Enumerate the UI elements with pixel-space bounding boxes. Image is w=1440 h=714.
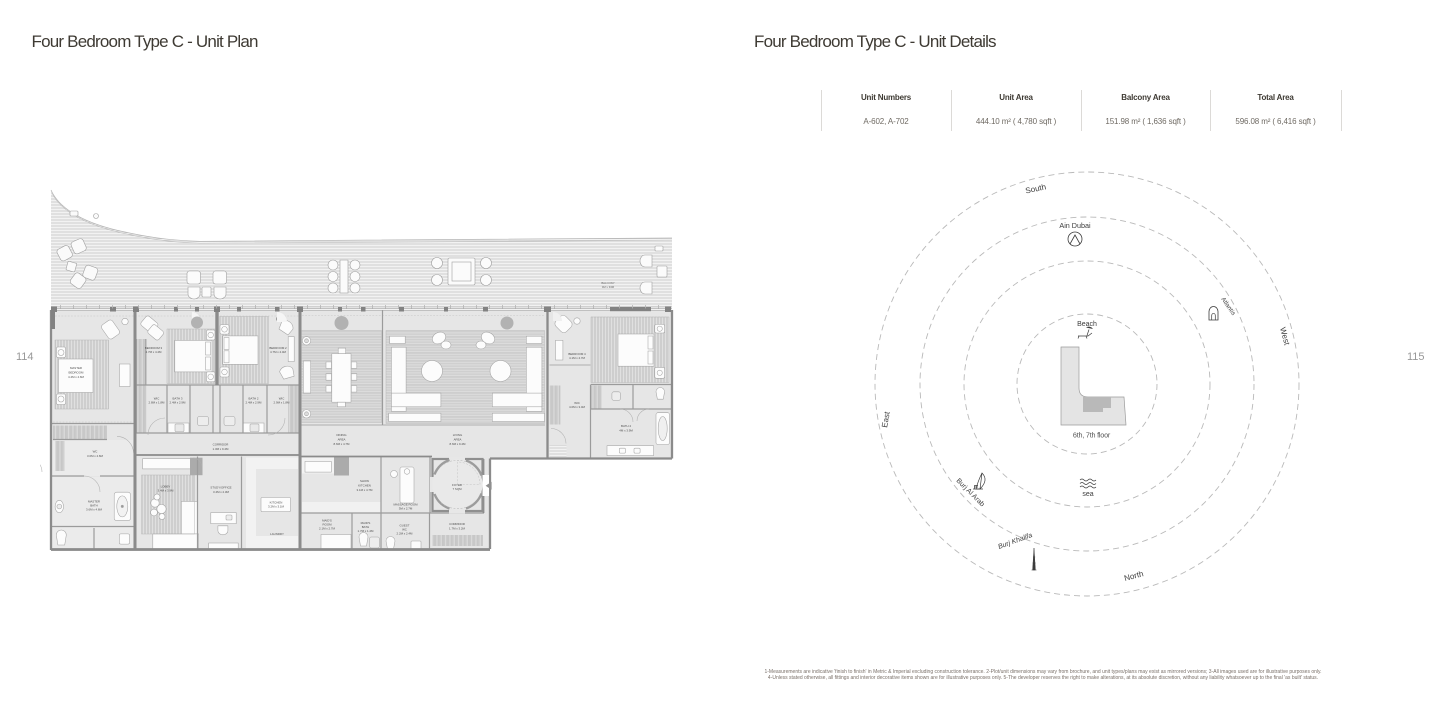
svg-text:SHOW: SHOW — [360, 479, 369, 483]
svg-text:BATH 4: BATH 4 — [621, 424, 631, 428]
svg-text:GUEST: GUEST — [400, 524, 410, 528]
svg-text:CORRIDOR: CORRIDOR — [213, 443, 229, 447]
svg-text:1.7M x 1.4M: 1.7M x 1.4M — [358, 529, 374, 533]
svg-text:MAID'S: MAID'S — [361, 521, 371, 525]
svg-text:WC: WC — [93, 450, 98, 454]
svg-text:MASTER: MASTER — [88, 500, 100, 504]
svg-text:BEDROOM 4: BEDROOM 4 — [568, 352, 586, 356]
svg-text:Burj Khalifa: Burj Khalifa — [997, 532, 1033, 551]
svg-text:2.4M x 2.9M: 2.4M x 2.9M — [246, 401, 262, 405]
svg-text:BEDROOM 3: BEDROOM 3 — [145, 346, 163, 350]
svg-text:2.2M x 2.4M: 2.2M x 2.4M — [397, 532, 413, 536]
svg-text:3.0M x 4.6M: 3.0M x 4.6M — [87, 454, 103, 458]
svg-text:Beach: Beach — [1077, 321, 1097, 328]
svg-text:8.6M x 4.7M: 8.6M x 4.7M — [334, 442, 350, 446]
svg-text:KITCHEN: KITCHEN — [358, 484, 371, 488]
svg-text:3.6M x 4.6M: 3.6M x 4.6M — [86, 508, 102, 512]
svg-text:STUDY/OFFICE: STUDY/OFFICE — [210, 486, 231, 490]
svg-text:BATH: BATH — [90, 504, 98, 508]
svg-text:AREA: AREA — [454, 438, 462, 442]
svg-text:FOYER: FOYER — [452, 483, 462, 487]
svg-text:1.7M x 3.2M: 1.7M x 3.2M — [449, 527, 465, 531]
svg-text:WC: WC — [402, 528, 407, 532]
svg-text:2.1M x 2.7M: 2.1M x 2.7M — [319, 527, 335, 531]
svg-text:North: North — [1123, 569, 1144, 583]
svg-text:MASTER: MASTER — [70, 366, 82, 370]
svg-text:2.9M x 1.8M: 2.9M x 1.8M — [274, 401, 290, 405]
svg-text:2.8M x 1.8M: 2.8M x 1.8M — [149, 401, 165, 405]
svg-text:BATH: BATH — [362, 525, 370, 529]
svg-text:MASSAGE ROOM: MASSAGE ROOM — [393, 503, 418, 507]
svg-text:WIC: WIC — [154, 397, 160, 401]
svg-text:MAID'S: MAID'S — [322, 519, 332, 523]
svg-text:3.2M x 3.1M: 3.2M x 3.1M — [268, 505, 284, 509]
svg-text:7 SQM: 7 SQM — [453, 487, 463, 491]
svg-text:3M x 2.7M: 3M x 2.7M — [399, 507, 413, 511]
svg-text:1.3M x 9.4M: 1.3M x 9.4M — [213, 447, 229, 451]
svg-text:AREA: AREA — [338, 438, 346, 442]
svg-text:6th, 7th floor: 6th, 7th floor — [1073, 431, 1111, 440]
svg-text:2.4M x 2.9M: 2.4M x 2.9M — [170, 401, 186, 405]
svg-text:sea: sea — [1082, 491, 1093, 498]
svg-text:3.4M x 2.3M: 3.4M x 2.3M — [213, 490, 229, 494]
svg-text:4M x 34M: 4M x 34M — [602, 285, 615, 289]
svg-text:3.1M x 4.7M: 3.1M x 4.7M — [357, 488, 373, 492]
svg-text:BATH 3: BATH 3 — [173, 397, 183, 401]
svg-text:4M x 3.9M: 4M x 3.9M — [619, 429, 633, 433]
svg-text:ROOM: ROOM — [323, 523, 333, 527]
svg-text:CORRIDOR: CORRIDOR — [449, 522, 465, 526]
svg-text:BEDROOM: BEDROOM — [69, 371, 85, 375]
svg-text:3.4M x 3.9M: 3.4M x 3.9M — [158, 489, 174, 493]
svg-text:Ain Dubai: Ain Dubai — [1059, 221, 1091, 230]
svg-text:South: South — [1025, 182, 1047, 195]
svg-text:BEDROOM 2: BEDROOM 2 — [269, 346, 287, 350]
svg-text:4.1M x 4.7M: 4.1M x 4.7M — [569, 356, 585, 360]
svg-text:4.0M x 3.4M: 4.0M x 3.4M — [569, 405, 585, 409]
svg-text:LIVING: LIVING — [453, 433, 463, 437]
svg-text:KITCHEN: KITCHEN — [270, 501, 283, 505]
svg-text:West: West — [1278, 326, 1292, 347]
svg-text:BATH 2: BATH 2 — [249, 397, 259, 401]
svg-text:8.6M x 9.4M: 8.6M x 9.4M — [450, 442, 466, 446]
svg-text:4.7M x 4.4M: 4.7M x 4.4M — [146, 350, 162, 354]
svg-text:East: East — [880, 410, 892, 428]
svg-text:Atlantis: Atlantis — [1219, 296, 1236, 317]
svg-text:4.4M x 4.6M: 4.4M x 4.6M — [68, 375, 84, 379]
svg-text:LOBBY: LOBBY — [161, 485, 171, 489]
svg-text:WIC: WIC — [574, 401, 580, 405]
svg-text:BALCONY: BALCONY — [601, 281, 615, 285]
svg-text:LAUNDRY: LAUNDRY — [270, 532, 284, 536]
svg-text:DINING: DINING — [336, 433, 347, 437]
svg-text:4.7M x 4.4M: 4.7M x 4.4M — [270, 350, 286, 354]
svg-text:WIC: WIC — [279, 397, 285, 401]
